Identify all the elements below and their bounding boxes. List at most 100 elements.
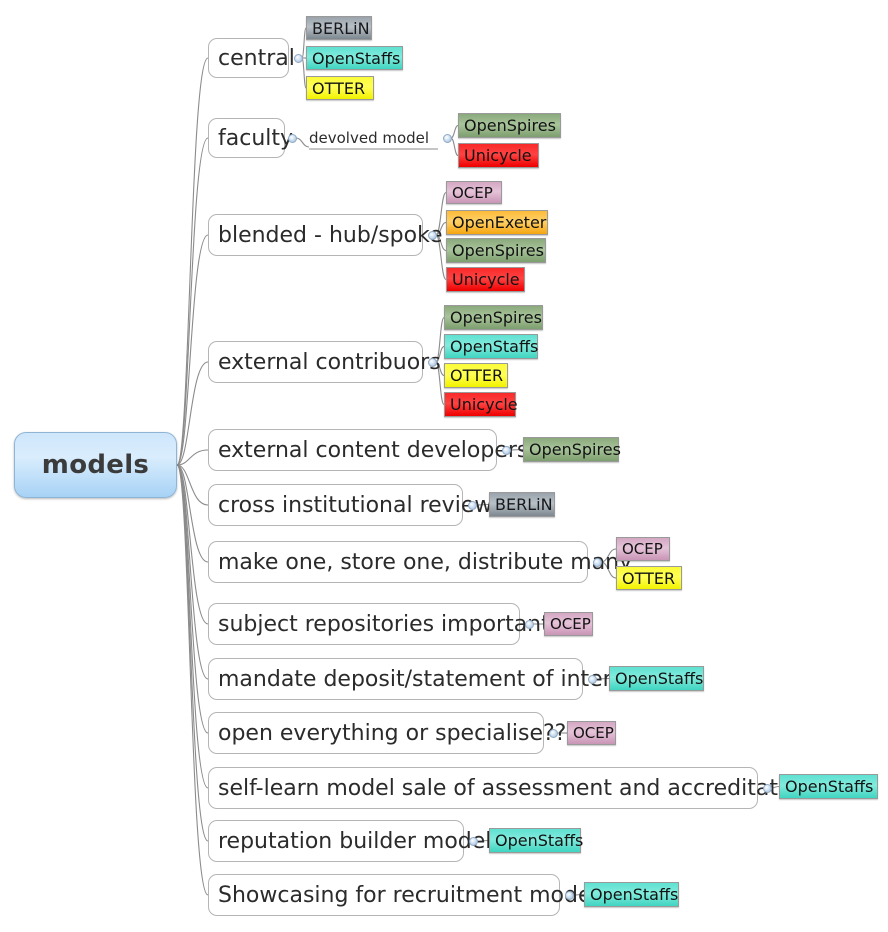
tag-openstaffs[interactable]: OpenStaffs [489, 828, 584, 853]
tag-label: OpenStaffs [495, 831, 584, 850]
map.branches.2.tags-expand-dot [427, 230, 437, 240]
topic-label: central [218, 45, 295, 71]
topic-showcasing-for-recruitment-model[interactable]: Showcasing for recruitment model [208, 874, 598, 916]
tag-openstaffs[interactable]: OpenStaffs [444, 334, 538, 359]
tag-label: OTTER [312, 78, 366, 98]
map.branches.10.tags-expand-dot [762, 783, 772, 793]
topic-label: reputation builder model [218, 828, 492, 854]
topic-subject-repositories-important[interactable]: subject repositories important [208, 603, 550, 645]
connector-line [176, 449, 209, 466]
tag-label: OpenSpires [452, 241, 544, 260]
tag-label: OpenStaffs [590, 885, 679, 904]
tag-unicycle[interactable]: Unicycle [446, 267, 525, 292]
tag-ocep[interactable]: OCEP [616, 537, 670, 561]
tag-label: BERLiN [312, 18, 370, 38]
tag-otter[interactable]: OTTER [616, 566, 682, 590]
topic-central[interactable]: central [208, 38, 295, 78]
tag-label: OpenStaffs [312, 48, 401, 68]
tag-ocep[interactable]: OCEP [544, 612, 593, 636]
tag-openstaffs[interactable]: OpenStaffs [609, 666, 704, 691]
topic-blended-hub-spoke[interactable]: blended - hub/spoke [208, 214, 443, 256]
tag-otter[interactable]: OTTER [444, 363, 508, 388]
tag-label: Unicycle [452, 270, 520, 289]
map.branches.9.tags-expand-dot [548, 728, 558, 738]
tag-label: OpenSpires [464, 116, 556, 135]
topic-label: self-learn model sale of assessment and … [218, 775, 812, 801]
tag-otter[interactable]: OTTER [306, 76, 374, 100]
map.branches.1.sub.tags-expand-dot [442, 133, 452, 143]
connector-line [176, 137, 209, 466]
topic-self-learn-model-sale-of-assessment-and-accreditation[interactable]: self-learn model sale of assessment and … [208, 767, 811, 809]
tag-openstaffs[interactable]: OpenStaffs [779, 774, 878, 799]
topic-external-contribuors[interactable]: external contribuors [208, 341, 441, 383]
topic-mandate-deposit-statement-of-intent[interactable]: mandate deposit/statement of intent [208, 658, 625, 700]
tag-openspires[interactable]: OpenSpires [444, 305, 543, 330]
tag-openstaffs[interactable]: OpenStaffs [306, 46, 403, 70]
connector-line [176, 464, 209, 789]
map.branches.11.tags-expand-dot [468, 836, 478, 846]
tag-label: Unicycle [464, 146, 532, 165]
connector-line [176, 464, 209, 842]
tag-openstaffs[interactable]: OpenStaffs [584, 882, 679, 907]
topic-label: make one, store one, distribute many [218, 549, 633, 575]
map.branches.7.tags-expand-dot [524, 619, 534, 629]
map.branches.12.tags-expand-dot [564, 890, 574, 900]
topic-label: mandate deposit/statement of intent [218, 666, 626, 692]
map.branches.4.tags-expand-dot [501, 445, 511, 455]
connector-line [176, 464, 209, 896]
tag-openspires[interactable]: OpenSpires [458, 113, 561, 138]
topic-label: external contribuors [218, 349, 441, 375]
tag-label: OTTER [450, 366, 504, 385]
tag-openspires[interactable]: OpenSpires [446, 238, 546, 263]
tag-label: OpenSpires [450, 308, 542, 327]
tag-berlin[interactable]: BERLiN [489, 492, 555, 517]
topic-label: subject repositories important [218, 611, 550, 637]
connector-line [176, 57, 209, 466]
tag-label: OpenStaffs [785, 777, 874, 796]
connector-line [176, 464, 209, 734]
tag-unicycle[interactable]: Unicycle [444, 392, 518, 417]
topic-make-one-store-one-distribute-many[interactable]: make one, store one, distribute many [208, 541, 632, 583]
connector-line [295, 137, 310, 148]
tag-label: OCEP [452, 183, 493, 202]
tag-label: OpenStaffs [615, 669, 704, 688]
tag-openexeter[interactable]: OpenExeter [446, 210, 548, 235]
map.branches.6.tags-expand-dot [592, 557, 602, 567]
connector-line [450, 137, 459, 157]
tag-unicycle[interactable]: Unicycle [458, 143, 539, 168]
connector-line [176, 464, 209, 680]
connector-line [176, 361, 209, 466]
tag-openspires[interactable]: OpenSpires [523, 437, 621, 462]
tag-label: OTTER [622, 568, 676, 588]
map.branches.0.tags-expand-dot [293, 53, 303, 63]
topic-open-everything-or-specialise[interactable]: open everything or specialise??? [208, 712, 578, 754]
tag-ocep[interactable]: OCEP [446, 181, 502, 204]
topic-external-content-developers[interactable]: external content developers [208, 429, 528, 471]
connector-line [450, 124, 459, 139]
root-node-models[interactable]: models [14, 432, 177, 498]
map.branches.3.tags-expand-dot [427, 357, 437, 367]
tag-label: Unicycle [450, 395, 518, 414]
connector-line [176, 464, 209, 506]
topic-label: Showcasing for recruitment model [218, 882, 598, 908]
connector-line [176, 234, 209, 466]
tag-label: OpenExeter [452, 213, 547, 232]
tag-label: BERLiN [495, 495, 553, 514]
topic-label: cross institutional review [218, 492, 493, 518]
tag-label: OCEP [550, 615, 591, 633]
tag-ocep[interactable]: OCEP [567, 721, 616, 745]
topic-label: open everything or specialise??? [218, 720, 579, 746]
map.branches.8.tags-expand-dot [587, 674, 597, 684]
tag-berlin[interactable]: BERLiN [306, 16, 372, 40]
map.branches.5.tags-expand-dot [467, 500, 477, 510]
topic-reputation-builder-model[interactable]: reputation builder model [208, 820, 491, 862]
topic-cross-institutional-review[interactable]: cross institutional review [208, 484, 492, 526]
subtopic-devolved-model[interactable]: devolved model [309, 127, 438, 149]
connector-line [176, 464, 209, 625]
topic-label: blended - hub/spoke [218, 222, 443, 248]
connector-line [176, 464, 209, 563]
tag-label: OCEP [622, 540, 663, 558]
root-node-label: models [41, 450, 150, 480]
topic-faculty[interactable]: faculty [208, 118, 293, 158]
